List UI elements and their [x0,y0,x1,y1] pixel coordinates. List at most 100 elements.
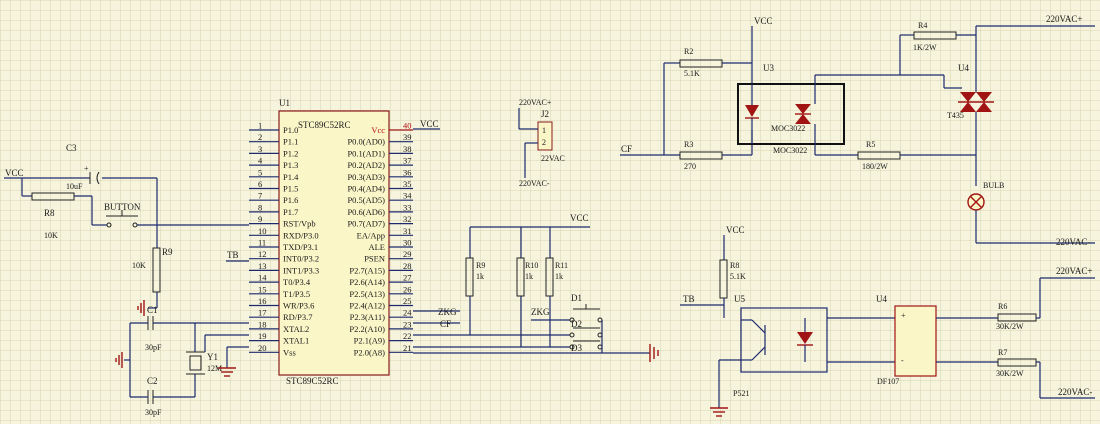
u1-left-pin-number: 3 [258,144,262,154]
u3-optotriac[interactable] [737,83,845,145]
reset-circuit: VCC + C3 10uF R8 10K BUTTON [4,143,249,417]
r9-value-left: 10K [132,261,146,270]
bulb-icon[interactable] [967,193,985,211]
j2-pin2: 2 [542,138,546,147]
u1-right-pin-number: 40 [403,121,412,131]
r8-value: 10K [44,231,58,240]
u1-left-pin-name: XTAL1 [283,336,309,346]
zero-cross-detector: VCC R8 5.1K TB U5 P521 [680,225,1095,417]
u1-left-pin-number: 1 [258,121,262,131]
ground-icon [137,300,145,316]
ground-icon [115,352,123,368]
u1-vcc-net: VCC [420,119,439,129]
u4-bridge-rectifier[interactable]: + - [894,305,937,377]
u1-designator: U1 [279,98,290,108]
u4-triac[interactable] [958,35,994,186]
u1-left-pin-name: INT0/P3.2 [283,254,319,264]
cf-net-u1: CF [440,319,451,329]
tr-ac-minus: 220VAC- [1056,237,1090,247]
u3-part: MOC3022 [771,124,805,133]
u1-part-label: STC89C52RC [298,120,351,130]
u1-left-pin-number: 20 [258,343,267,353]
ground-icon [649,344,659,362]
u1-right-pin-name: ALE [368,242,385,252]
r4-ref: R4 [918,21,927,30]
u1-right-pin-number: 24 [403,308,412,318]
tr-vcc-label: VCC [754,16,773,26]
u1-left-pin-name: P1.5 [283,184,298,194]
u1-right-pin-number: 29 [403,249,412,259]
r10-ref: R10 [525,261,538,270]
bridge-plus: + [901,311,906,320]
j2-connector[interactable]: 1 2 [537,121,553,151]
d1-ref: D1 [571,293,582,303]
u1-left-pin-number: 4 [258,156,263,166]
u1-left-pin-name: Vss [283,347,296,357]
left-vcc-label: VCC [5,168,24,178]
cf-input-label: CF [621,144,632,154]
j2-top-label: 220VAC+ [519,98,552,107]
u1-right-pin-name: P2.0(A8) [354,347,386,357]
u1-right-pin-number: 39 [403,132,412,142]
bridge-minus: - [901,356,904,365]
r9-value-mid: 1k [476,272,484,281]
mid-vcc-label: VCC [570,213,589,223]
r9-ref-left: R9 [162,247,173,257]
u3-part-2: MOC3022 [773,146,807,155]
u1-right-pin-name: P0.5(AD5) [347,195,385,205]
u1-right-pin-name: P2.6(A14) [349,277,385,287]
u1-left-pin-number: 19 [258,331,267,341]
u1-left-pin-name: P1.6 [283,195,298,205]
u1-left-pin-number: 12 [258,249,267,259]
u1-right-pin-number: 23 [403,319,412,329]
u5-optocoupler[interactable] [740,307,828,373]
u4-triac-ref: U4 [958,63,969,73]
u1-right-pin-name: P2.4(A12) [349,301,385,311]
r10-value: 1k [525,272,533,281]
u1-right-pin-name: P2.7(A15) [349,265,385,275]
d1-switch[interactable] [569,304,603,323]
r2-value: 5.1K [684,69,700,78]
u1-right-pin-number: 38 [403,144,412,154]
u1-right-pin-name: Vcc [371,125,385,135]
u1-right-pin-name: EA/App [357,230,385,240]
r11-value: 1k [555,272,563,281]
triac-driver: VCC R2 5.1K CF R3 270 U3 MOC3022 MOC3022 [620,14,1095,247]
c3-ref: C3 [66,143,77,153]
r5-ref: R5 [866,140,875,149]
u5-ref: U5 [734,294,745,304]
u1-right-pin-name: P0.6(AD6) [347,207,385,217]
u1-right-pin-number: 34 [403,191,412,201]
u1-left-pin-number: 15 [258,284,267,294]
d2-ref: D2 [571,319,582,329]
r7-ref: R7 [998,348,1007,357]
u4-bridge-part: DF107 [877,377,899,386]
br-ac-plus: 220VAC+ [1056,266,1092,276]
u1-right-pin-name: P0.0(AD0) [347,137,385,147]
u1-left-pin-number: 14 [258,273,267,283]
r3-value: 270 [684,162,696,171]
u1-body [278,110,390,376]
left-tb-label: TB [227,250,239,260]
r9-ref-mid: R9 [476,261,485,270]
u1-right-pin-number: 22 [403,331,412,341]
u1-right-pin-name: P0.4(AD4) [347,184,385,194]
u1-left-pin-number: 10 [258,226,267,236]
c3-capacitor[interactable]: + [84,164,100,185]
u1-right-pin-name: P2.1(A9) [354,336,386,346]
r11-ref: R11 [555,261,568,270]
u1-left-pin-name: INT1/P3.3 [283,265,319,275]
u1-right-pin-number: 36 [403,167,412,177]
u1-right-pin-number: 30 [403,238,412,248]
u1-left-pin-name: P1.0 [283,125,298,135]
u4-bridge-ref: U4 [876,294,887,304]
u1-right-pin-number: 35 [403,179,412,189]
r4-value: 1K/2W [913,43,937,52]
c1-ref: C1 [147,305,158,315]
output-section: 220VAC+ J2 1 2 22VAC 220VAC- VCC R9 1k R… [413,98,659,362]
r7-value: 30K/2W [996,369,1024,378]
y1-ref: Y1 [207,352,218,362]
zkg-net-d1: ZKG [531,307,550,317]
j2-value: 22VAC [541,154,565,163]
